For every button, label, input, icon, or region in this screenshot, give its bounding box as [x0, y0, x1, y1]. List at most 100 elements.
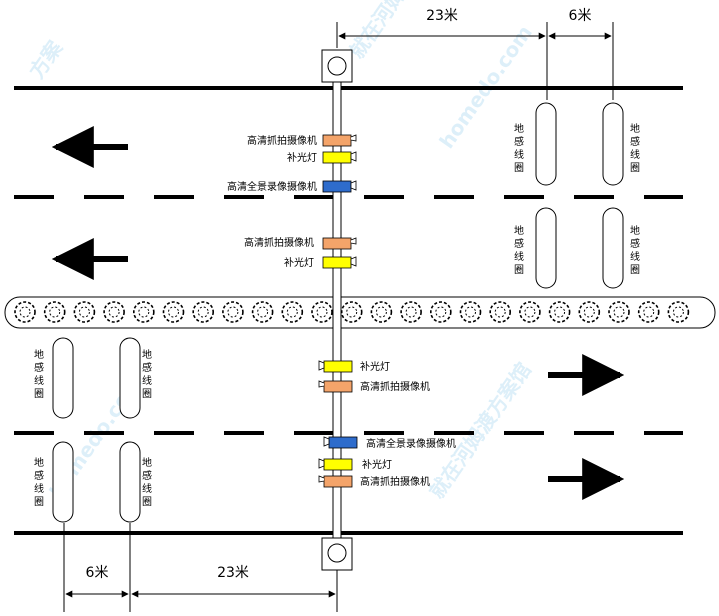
- shrub-icon: [133, 301, 155, 323]
- shrub-icon: [578, 301, 601, 323]
- svg-text:线: 线: [142, 374, 152, 387]
- svg-text:地: 地: [630, 224, 640, 237]
- shrub-icon: [519, 301, 541, 323]
- capture-camera-label: 高清抓拍摄像机: [247, 134, 317, 147]
- loop-detector: [119, 441, 141, 523]
- median-shrubs: [14, 301, 690, 323]
- loop-label: 地 感 线 圈: [514, 224, 524, 276]
- svg-text:地: 地: [514, 224, 524, 237]
- loop-label: 地 感 线 圈: [34, 348, 44, 400]
- shrub-icon: [489, 301, 512, 323]
- svg-text:地: 地: [142, 348, 152, 361]
- shrub-icon: [103, 301, 125, 323]
- capture-camera: [322, 134, 357, 147]
- loop-detector: [535, 102, 557, 186]
- pole-base-top-circle: [327, 56, 347, 76]
- capture-camera: [318, 475, 353, 488]
- svg-text:线: 线: [514, 250, 524, 263]
- svg-text:感: 感: [514, 237, 524, 250]
- svg-text:感: 感: [142, 469, 152, 482]
- capture-camera-label: 高清抓拍摄像机: [360, 475, 430, 488]
- loop-label: 地 感 线 圈: [514, 122, 524, 174]
- fill-light-label: 补光灯: [284, 256, 314, 269]
- svg-text:线: 线: [34, 482, 44, 495]
- loop-detector: [535, 207, 557, 289]
- svg-text:6米: 6米: [569, 8, 592, 24]
- svg-text:圈: 圈: [34, 388, 44, 400]
- svg-text:地: 地: [34, 456, 44, 469]
- shrub-icon: [548, 301, 571, 323]
- svg-text:感: 感: [142, 361, 152, 374]
- panorama-camera: [323, 436, 358, 449]
- svg-text:圈: 圈: [142, 388, 152, 400]
- svg-text:就在河姆渡方案馆: 就在河姆渡方案馆: [424, 358, 535, 503]
- dimension-top-6m: 6米: [548, 8, 614, 100]
- fill-light-label: 补光灯: [360, 360, 390, 373]
- dimension-bottom-6m: 6米: [63, 523, 131, 612]
- shrub-icon: [340, 301, 363, 323]
- panorama-camera-label: 高清全景录像摄像机: [366, 437, 456, 450]
- fill-light: [322, 151, 357, 164]
- loop-detector: [602, 102, 624, 186]
- fill-light-label: 补光灯: [287, 151, 317, 164]
- svg-text:方案: 方案: [24, 36, 67, 83]
- capture-camera: [322, 237, 357, 250]
- svg-text:23米: 23米: [426, 8, 458, 24]
- shrub-icon: [429, 301, 452, 323]
- loop-label: 地 感 线 圈: [142, 348, 152, 400]
- loop-detector: [52, 337, 74, 419]
- svg-text:圈: 圈: [514, 162, 524, 174]
- svg-text:线: 线: [630, 148, 640, 161]
- shrub-icon: [608, 301, 630, 323]
- svg-text:线: 线: [630, 250, 640, 263]
- svg-text:感: 感: [514, 135, 524, 148]
- shrub-icon: [370, 301, 393, 323]
- svg-text:圈: 圈: [514, 264, 524, 276]
- shrub-icon: [281, 301, 304, 323]
- capture-camera: [318, 380, 353, 393]
- shrub-icon: [637, 301, 660, 323]
- loop-label: 地 感 线 圈: [34, 456, 44, 508]
- shrub-icon: [162, 301, 185, 323]
- shrub-icon: [459, 301, 482, 323]
- svg-text:地: 地: [630, 122, 640, 135]
- capture-camera-label: 高清抓拍摄像机: [360, 380, 430, 393]
- shrub-icon: [311, 301, 333, 323]
- svg-text:圈: 圈: [630, 162, 640, 174]
- svg-text:地: 地: [514, 122, 524, 135]
- svg-text:圈: 圈: [34, 496, 44, 508]
- shrub-icon: [400, 301, 422, 323]
- svg-text:线: 线: [514, 148, 524, 161]
- watermark: 就在河姆渡方案馆 homedo.com 方案 homedo.com 就在河姆渡方…: [24, 0, 537, 503]
- fill-light: [318, 360, 353, 373]
- dimension-top-23m: 23米: [336, 8, 548, 100]
- median-strip: [4, 296, 716, 329]
- panorama-camera: [322, 180, 357, 193]
- loop-detector: [52, 441, 74, 523]
- shrub-icon: [43, 301, 66, 323]
- loop-label: 地 感 线 圈: [630, 122, 640, 174]
- svg-text:感: 感: [34, 469, 44, 482]
- svg-text:23米: 23米: [217, 565, 249, 581]
- svg-text:线: 线: [142, 482, 152, 495]
- svg-text:感: 感: [34, 361, 44, 374]
- loop-label: 地 感 线 圈: [142, 456, 152, 508]
- shrub-icon: [222, 301, 244, 323]
- shrub-icon: [667, 301, 690, 323]
- svg-text:地: 地: [34, 348, 44, 361]
- svg-text:线: 线: [34, 374, 44, 387]
- loop-label: 地 感 线 圈: [630, 224, 640, 276]
- shrub-icon: [251, 301, 274, 323]
- panorama-camera-label: 高清全景录像摄像机: [227, 180, 317, 193]
- svg-text:6米: 6米: [86, 565, 109, 581]
- svg-text:地: 地: [142, 456, 152, 469]
- shrub-icon: [192, 301, 214, 323]
- shrub-icon: [73, 301, 96, 323]
- capture-camera-label: 高清抓拍摄像机: [244, 236, 314, 249]
- pole-base-bottom-circle: [327, 543, 347, 563]
- svg-text:感: 感: [630, 237, 640, 250]
- shrub-icon: [14, 301, 36, 323]
- dimension-bottom-23m: 23米: [131, 565, 338, 612]
- fill-light: [318, 458, 353, 471]
